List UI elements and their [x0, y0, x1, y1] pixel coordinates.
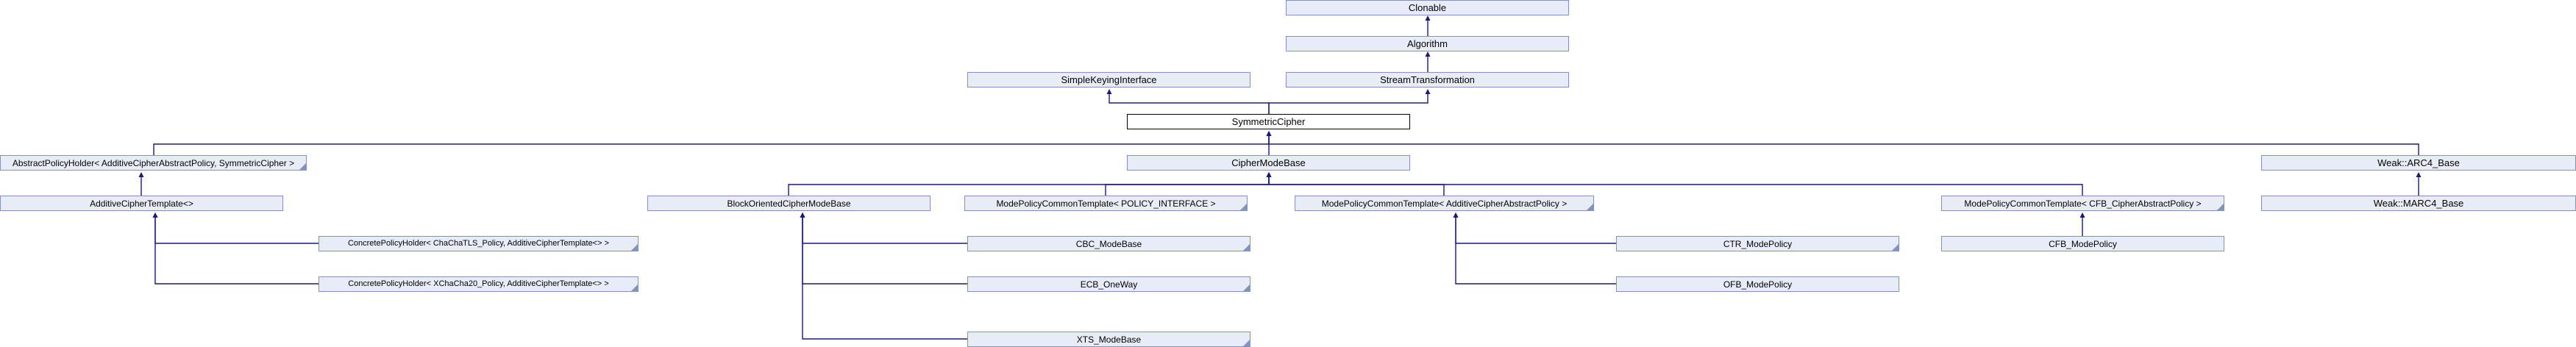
- class-node-label: SimpleKeyingInterface: [1061, 74, 1157, 85]
- inheritance-edge: [154, 214, 319, 244]
- class-node-ciphermodebase[interactable]: CipherModeBase: [1127, 155, 1410, 171]
- edge-arrowhead: [1266, 172, 1272, 177]
- class-node-ecb_oneway[interactable]: ECB_OneWay: [967, 276, 1250, 292]
- class-node-label: Clonable: [1408, 2, 1447, 13]
- edge-arrowhead: [800, 212, 805, 218]
- edge-arrowhead: [152, 212, 158, 218]
- inheritance-edge: [1268, 174, 2083, 196]
- class-node-cph_chachatls[interactable]: ConcretePolicyHolder< ChaChaTLS_Policy, …: [319, 236, 638, 251]
- edge-arrowhead: [1266, 131, 1272, 136]
- class-node-symmetriccipher[interactable]: SymmetricCipher: [1127, 114, 1410, 129]
- class-node-label: OFB_ModePolicy: [1723, 279, 1793, 290]
- class-node-label: ModePolicyCommonTemplate< AdditiveCipher…: [1321, 198, 1568, 209]
- class-node-cph_xchacha20[interactable]: ConcretePolicyHolder< XChaCha20_Policy, …: [319, 276, 638, 292]
- class-node-label: ConcretePolicyHolder< ChaChaTLS_Policy, …: [347, 239, 610, 248]
- inheritance-edge: [802, 214, 967, 285]
- class-node-additivetmpl[interactable]: AdditiveCipherTemplate<>: [0, 196, 283, 211]
- class-node-label: AdditiveCipherTemplate<>: [90, 198, 193, 209]
- class-node-label: ConcretePolicyHolder< XChaCha20_Policy, …: [348, 279, 609, 288]
- class-node-marc4base[interactable]: Weak::MARC4_Base: [2261, 196, 2576, 211]
- edge-arrowhead: [1425, 89, 1431, 94]
- class-node-ofb_modepolicy[interactable]: OFB_ModePolicy: [1616, 276, 1899, 292]
- edge-arrowhead: [2416, 172, 2422, 177]
- class-node-blockoriented[interactable]: BlockOrientedCipherModeBase: [647, 196, 931, 211]
- class-node-arc4base[interactable]: Weak::ARC4_Base: [2261, 155, 2576, 171]
- class-node-label: BlockOrientedCipherModeBase: [727, 198, 851, 209]
- class-node-streamtransform[interactable]: StreamTransformation: [1286, 72, 1569, 87]
- edge-arrowhead: [1106, 89, 1112, 94]
- edge-arrowhead: [1425, 51, 1431, 57]
- class-node-mpct_policy[interactable]: ModePolicyCommonTemplate< POLICY_INTERFA…: [964, 196, 1248, 211]
- edge-arrowhead: [152, 212, 158, 218]
- class-node-label: ModePolicyCommonTemplate< CFB_CipherAbst…: [1964, 198, 2202, 209]
- edge-arrowhead: [1266, 172, 1272, 177]
- class-node-label: CFB_ModePolicy: [2049, 238, 2117, 249]
- inheritance-edge: [1268, 132, 2419, 155]
- inheritance-edge: [1455, 214, 1616, 285]
- class-node-label: Weak::ARC4_Base: [2377, 157, 2460, 168]
- edge-arrowhead: [1453, 212, 1459, 218]
- edge-arrowhead: [2079, 212, 2085, 218]
- class-node-label: CTR_ModePolicy: [1723, 238, 1793, 249]
- inheritance-edge: [153, 132, 1270, 155]
- edge-arrowhead: [1425, 15, 1431, 21]
- inheritance-edge: [154, 214, 319, 285]
- class-node-clonable[interactable]: Clonable: [1286, 0, 1569, 15]
- edge-arrowhead: [1266, 131, 1272, 136]
- class-node-ctr_modepolicy[interactable]: CTR_ModePolicy: [1616, 236, 1899, 251]
- inheritance-edge: [802, 214, 967, 340]
- edge-arrowhead: [800, 212, 805, 218]
- class-node-label: AbstractPolicyHolder< AdditiveCipherAbst…: [12, 157, 295, 168]
- edge-arrowhead: [800, 212, 805, 218]
- class-node-abstractpolicy[interactable]: AbstractPolicyHolder< AdditiveCipherAbst…: [0, 155, 307, 171]
- edge-arrowhead: [1266, 131, 1272, 136]
- inheritance-edge: [1109, 90, 1270, 114]
- class-node-label: CipherModeBase: [1231, 157, 1306, 168]
- class-node-mpct_additive[interactable]: ModePolicyCommonTemplate< AdditiveCipher…: [1295, 196, 1594, 211]
- inheritance-edge: [1268, 174, 1445, 196]
- inheritance-edge: [788, 174, 1270, 196]
- class-node-label: CBC_ModeBase: [1075, 238, 1142, 249]
- class-node-cfb_modepolicy[interactable]: CFB_ModePolicy: [1941, 236, 2224, 251]
- inheritance-edge: [1455, 214, 1616, 244]
- class-node-label: ECB_OneWay: [1080, 279, 1138, 290]
- class-node-mpct_cfb[interactable]: ModePolicyCommonTemplate< CFB_CipherAbst…: [1941, 196, 2224, 211]
- edge-arrowhead: [1266, 172, 1272, 177]
- inheritance-edge: [1268, 90, 1428, 114]
- class-node-label: Weak::MARC4_Base: [2373, 198, 2464, 209]
- class-node-simplekeying[interactable]: SimpleKeyingInterface: [967, 72, 1250, 87]
- inheritance-edge: [802, 214, 967, 244]
- inheritance-edge: [1105, 174, 1270, 196]
- class-node-xts_modebase[interactable]: XTS_ModeBase: [967, 332, 1250, 347]
- class-node-label: Algorithm: [1407, 38, 1448, 49]
- class-node-label: SymmetricCipher: [1231, 116, 1306, 127]
- class-node-label: StreamTransformation: [1380, 74, 1475, 85]
- edge-arrowhead: [138, 172, 144, 177]
- class-node-label: XTS_ModeBase: [1076, 334, 1142, 345]
- edge-arrowhead: [1266, 172, 1272, 177]
- class-node-cbc_modebase[interactable]: CBC_ModeBase: [967, 236, 1250, 251]
- class-node-label: ModePolicyCommonTemplate< POLICY_INTERFA…: [996, 198, 1216, 209]
- class-node-algorithm[interactable]: Algorithm: [1286, 36, 1569, 51]
- edge-arrowhead: [1453, 212, 1459, 218]
